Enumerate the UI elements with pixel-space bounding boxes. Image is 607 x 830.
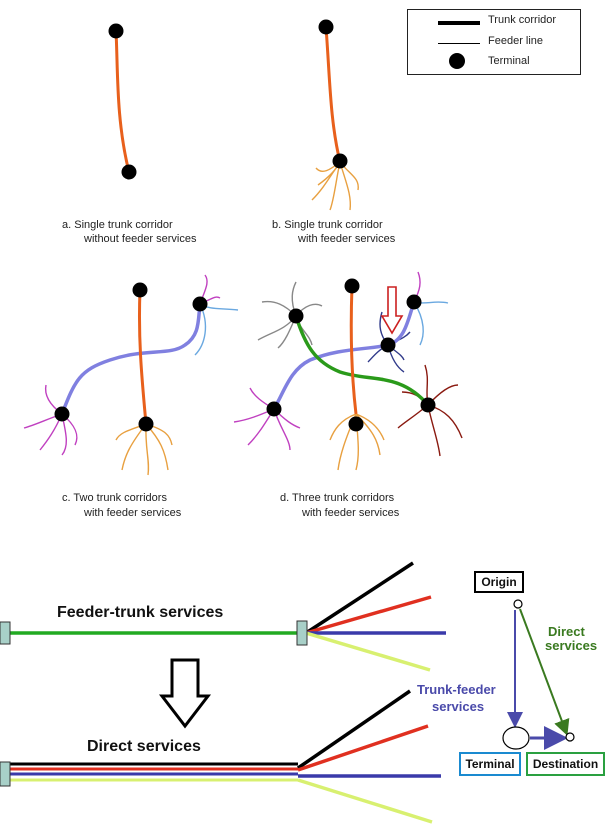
terminal-node	[502, 726, 530, 750]
direct-services-schematic	[0, 689, 441, 824]
terminal-box: Terminal	[459, 752, 521, 776]
panel-c-terminal-2	[192, 296, 208, 312]
panel-c-orange-trunk	[137, 289, 148, 425]
panel-b-caption-2: with feeder services	[298, 233, 396, 245]
trunk-feeder-label-line1: Trunk-feeder	[417, 682, 496, 697]
trunk-corridor-swatch	[438, 21, 480, 25]
panel-d-terminal-1	[344, 278, 360, 294]
panel-c-feeders-gold	[115, 423, 173, 476]
panel-d-green-trunk	[294, 315, 430, 407]
panel-b-diagram	[311, 19, 359, 211]
legend-feeder-label: Feeder line	[488, 35, 544, 47]
direct-label-line1: Direct	[548, 624, 585, 639]
feeder-trunk-services-label: Feeder-trunk services	[57, 604, 224, 621]
panel-c-feeders-blue	[194, 303, 239, 356]
panel-d-terminal-4	[380, 337, 396, 353]
panel-d-caption-1: d. Three trunk corridors	[280, 492, 395, 504]
legend-terminal-label: Terminal	[488, 55, 530, 67]
panel-a-diagram	[108, 23, 137, 180]
panel-d-caption-2: with feeder services	[302, 507, 400, 519]
panel-d-terminal-2	[406, 294, 422, 310]
panel-b-trunk-line	[324, 26, 342, 163]
od-diagram	[502, 599, 575, 750]
panel-b-terminal-bottom	[332, 153, 348, 169]
direct-stop-left	[0, 761, 11, 787]
feeder-trunk-stop-left	[0, 621, 11, 645]
panel-c-diagram	[23, 274, 239, 476]
down-arrow-big-icon	[158, 658, 212, 729]
terminal-dot-icon	[449, 53, 465, 69]
feeder-line-swatch	[438, 43, 480, 45]
panel-d-terminal-5	[266, 401, 282, 417]
panel-c-terminal-4	[138, 416, 154, 432]
legend: Trunk corridor Feeder line Terminal	[407, 9, 581, 75]
origin-node	[513, 599, 523, 609]
panel-d-purple-trunk	[272, 301, 416, 410]
panel-b-feeders	[311, 161, 359, 211]
direct-label-line2: services	[545, 638, 598, 653]
panel-a-caption-1: a. Single trunk corridor	[62, 219, 173, 231]
legend-row-terminal: Terminal	[408, 53, 580, 70]
destination-node	[565, 732, 575, 742]
legend-row-trunk: Trunk corridor	[408, 13, 580, 29]
direct-arrow	[519, 608, 570, 736]
direct-services-label: Direct services	[87, 738, 201, 755]
panel-a-caption-2: without feeder services	[84, 233, 197, 245]
panel-b-caption-1: b. Single trunk corridor	[272, 219, 383, 231]
panel-c-terminal-3	[54, 406, 70, 422]
down-arrow-icon	[380, 286, 404, 335]
origin-box: Origin	[474, 571, 524, 593]
legend-trunk-label: Trunk corridor	[488, 14, 557, 26]
panel-c-caption-1: c. Two trunk corridors	[62, 492, 167, 504]
legend-row-feeder: Feeder line	[408, 34, 580, 50]
panel-c-caption-2: with feeder services	[84, 507, 182, 519]
panel-a-terminal-bottom	[121, 164, 137, 180]
panel-d-terminal-6	[420, 397, 436, 413]
panel-d-terminal-7	[348, 416, 364, 432]
panel-a-trunk-line	[114, 30, 131, 173]
feeder-trunk-schematic	[0, 561, 446, 672]
panel-a-terminal-top	[108, 23, 124, 39]
trunk-feeder-label-line2: services	[432, 699, 485, 714]
feeder-trunk-branches	[305, 561, 446, 672]
panel-d-terminal-3	[288, 308, 304, 324]
panel-d-orange-trunk	[349, 285, 358, 415]
panel-d-feeders-blue	[413, 301, 449, 346]
panel-c-purple-trunk	[60, 303, 202, 415]
panel-c-feeders-magenta	[23, 274, 221, 456]
feeder-trunk-stop-right	[296, 620, 308, 646]
panel-d-diagram	[233, 271, 463, 471]
panel-b-terminal-top	[318, 19, 334, 35]
destination-box: Destination	[526, 752, 605, 776]
panel-c-terminal-1	[132, 282, 148, 298]
